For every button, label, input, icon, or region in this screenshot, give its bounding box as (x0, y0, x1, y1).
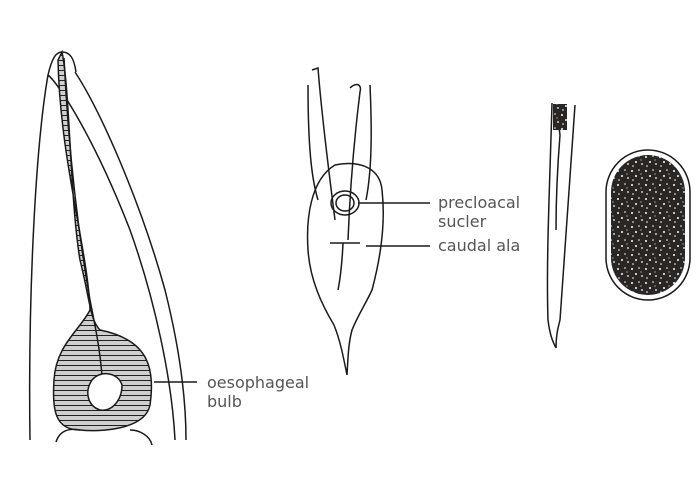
anterior-end-drawing (28, 49, 197, 446)
egg-drawing (605, 149, 691, 301)
male-tail-drawing (306, 66, 430, 376)
label-line: sucler (438, 212, 487, 231)
label-oesophageal-bulb: oesophageal bulb (207, 373, 309, 411)
label-line: oesophageal (207, 373, 310, 392)
label-precloacal-sucker: precloacal sucler (438, 193, 520, 231)
label-caudal-ala: caudal ala (438, 236, 520, 255)
label-line: caudal ala (438, 236, 521, 255)
label-line: precloacal (438, 193, 521, 212)
female-tail-drawing (546, 102, 576, 349)
label-line: bulb (207, 392, 242, 411)
